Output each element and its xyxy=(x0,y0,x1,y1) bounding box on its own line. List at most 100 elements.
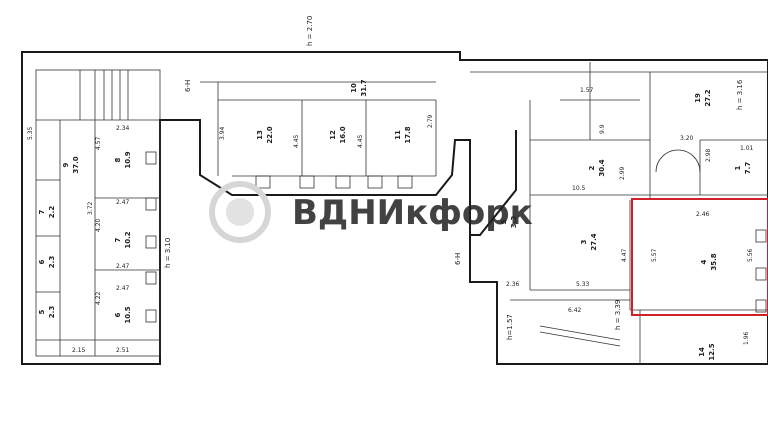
svg-text:17.8: 17.8 xyxy=(404,126,412,143)
dimension-label: 2.46 xyxy=(696,211,710,218)
left-wing xyxy=(35,69,161,357)
svg-text:6: 6 xyxy=(38,259,46,264)
dimension-label: 2.36 xyxy=(506,281,520,288)
dimension-label: 5.56 xyxy=(747,248,754,262)
svg-text:13: 13 xyxy=(256,130,264,140)
dimension-label: 2.99 xyxy=(619,166,626,180)
dimension-label: 1.01 xyxy=(740,145,754,152)
dimension-label: 10.5 xyxy=(572,185,586,192)
height-label: h = 3.10 xyxy=(164,238,172,268)
room-label: 5 3.3 xyxy=(500,216,518,229)
dimension-label: 1.96 xyxy=(743,331,750,345)
room-label: 11 17.8 xyxy=(394,126,412,143)
svg-text:10.9: 10.9 xyxy=(124,151,132,168)
height-labels: h = 2.70 h = 3.10 h = 3.16 h = 3.39 h=1.… xyxy=(164,16,744,340)
height-label: h=1.57 xyxy=(506,314,514,340)
dimension-label: 2.47 xyxy=(116,199,130,206)
svg-text:12.5: 12.5 xyxy=(708,343,716,360)
dimension-label: 5.57 xyxy=(651,248,658,262)
dimension-label: 2.15 xyxy=(72,347,86,354)
svg-text:5: 5 xyxy=(500,219,508,224)
central-rooms xyxy=(200,81,437,189)
dimension-label: 5.35 xyxy=(27,126,34,140)
dimension-label: 3.72 xyxy=(87,201,94,215)
height-label: h = 3.39 xyxy=(614,300,622,330)
stair-label: 6-Н xyxy=(454,253,462,265)
room-label: 10 31.7 xyxy=(350,79,368,96)
height-label: h = 2.70 xyxy=(306,16,314,46)
svg-text:2.2: 2.2 xyxy=(48,206,56,219)
stair-hatching xyxy=(79,70,129,120)
svg-text:4: 4 xyxy=(700,259,708,264)
dimension-label: 6.42 xyxy=(568,307,582,314)
svg-text:22.0: 22.0 xyxy=(266,126,274,143)
svg-text:7: 7 xyxy=(38,209,46,214)
dimension-label: 4.20 xyxy=(95,218,102,232)
room-label: 1 7.7 xyxy=(734,162,752,175)
dimension-label: 3.94 xyxy=(219,126,226,140)
svg-text:27.2: 27.2 xyxy=(704,89,712,106)
svg-text:19: 19 xyxy=(694,93,702,103)
owl-logo-icon xyxy=(209,181,271,243)
svg-text:10.5: 10.5 xyxy=(124,306,132,323)
room-label: 7 2.2 xyxy=(38,206,56,219)
svg-text:8: 8 xyxy=(114,157,122,162)
room-label: 4 35.8 xyxy=(700,253,718,270)
right-rooms xyxy=(470,62,768,364)
dimension-label: 4.22 xyxy=(95,291,102,305)
dimension-label: 2.98 xyxy=(705,148,712,162)
svg-text:27.4: 27.4 xyxy=(590,233,598,250)
svg-text:16.0: 16.0 xyxy=(339,126,347,143)
svg-text:7: 7 xyxy=(114,237,122,242)
dimension-label: 2.34 xyxy=(116,125,130,132)
room-label: 5 2.3 xyxy=(38,306,56,319)
dimension-label: 5.33 xyxy=(576,281,590,288)
dimension-label: 4.57 xyxy=(95,136,102,150)
dimension-label: 2.79 xyxy=(427,114,434,128)
svg-text:14: 14 xyxy=(698,347,706,357)
room-label: 19 27.2 xyxy=(694,89,712,106)
svg-text:1: 1 xyxy=(734,165,742,170)
svg-text:10: 10 xyxy=(350,83,358,93)
svg-text:9: 9 xyxy=(62,162,70,167)
room-label: 6 10.5 xyxy=(114,306,132,323)
room-label: 2 30.4 xyxy=(588,159,606,176)
room-label: 12 16.0 xyxy=(329,126,347,143)
svg-text:5: 5 xyxy=(38,309,46,314)
room-label: 3 27.4 xyxy=(580,233,598,250)
dimension-label: 2.47 xyxy=(116,263,130,270)
svg-text:2.3: 2.3 xyxy=(48,306,56,319)
dimension-label: 2.47 xyxy=(116,285,130,292)
room-labels: 13 22.0 12 16.0 11 17.8 10 31.7 9 37.0 8… xyxy=(38,79,752,360)
svg-text:3.3: 3.3 xyxy=(510,216,518,229)
dimension-label: 4.45 xyxy=(357,134,364,148)
svg-text:35.8: 35.8 xyxy=(710,253,718,270)
svg-text:10.2: 10.2 xyxy=(124,231,132,248)
room-label: 9 37.0 xyxy=(62,156,80,173)
svg-text:11: 11 xyxy=(394,130,402,140)
svg-text:37.0: 37.0 xyxy=(72,156,80,173)
highlighted-room-outline[interactable] xyxy=(631,198,768,316)
dimension-label: 4.47 xyxy=(621,248,628,262)
svg-text:6: 6 xyxy=(114,312,122,317)
svg-text:30.4: 30.4 xyxy=(598,159,606,176)
height-label: h = 3.16 xyxy=(736,79,744,110)
room-label: 6 2.3 xyxy=(38,256,56,269)
watermark: ВДНИкфорк xyxy=(209,181,533,243)
svg-text:12: 12 xyxy=(329,130,337,140)
stair-label: 6-Н xyxy=(184,80,192,92)
svg-text:3: 3 xyxy=(580,239,588,244)
dimension-label: 3.20 xyxy=(680,135,694,142)
watermark-brand-text: ВДНИкфорк xyxy=(292,193,533,233)
room-label: 14 12.5 xyxy=(698,343,716,360)
dimension-label: 4.45 xyxy=(293,134,300,148)
dimension-labels: 5.35 4.57 3.72 4.20 4.22 2.47 2.47 2.47 … xyxy=(27,87,754,354)
dimension-label: 1.57 xyxy=(580,87,594,94)
room-label: 7 10.2 xyxy=(114,231,132,248)
room-label: 13 22.0 xyxy=(256,126,274,143)
svg-text:7.7: 7.7 xyxy=(744,162,752,175)
svg-text:2.3: 2.3 xyxy=(48,256,56,269)
dimension-label: 2.51 xyxy=(116,347,130,354)
dimension-label: 9.9 xyxy=(599,124,606,134)
